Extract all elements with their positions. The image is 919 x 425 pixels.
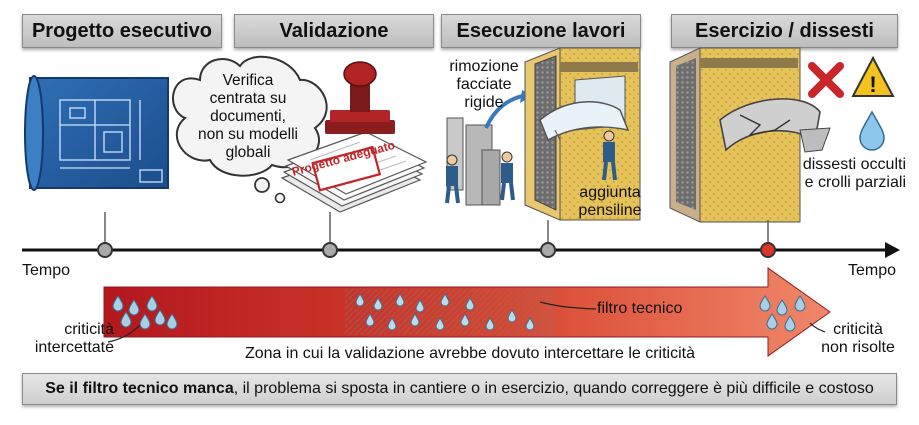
label-rimozione: rimozione facciate rigide	[449, 58, 519, 111]
footer-bold-text: Se il filtro tecnico manca	[45, 380, 234, 397]
canopy-icon	[539, 101, 630, 181]
filter-mesh	[345, 289, 555, 335]
footer-rest-text: , il problema si sposta in cantiere o in…	[233, 380, 874, 397]
timeline-marker-progetto	[97, 242, 113, 258]
warning-triangle-icon: !	[851, 55, 895, 97]
footer-bar: Se il filtro tecnico manca, il problema …	[22, 373, 897, 405]
red-x-icon	[808, 62, 844, 98]
timeline-axis	[22, 212, 900, 258]
bubble-text: Verifica centrata su documenti, non su m…	[198, 72, 298, 161]
timeline-end-label: Tempo	[848, 262, 897, 279]
cracked-slab-icon	[719, 98, 831, 153]
documents-stack-icon	[280, 131, 428, 213]
label-dissesti: dissesti occulti e crolli parziali	[802, 156, 906, 191]
drops-filter	[355, 293, 535, 331]
water-drop-icon	[859, 110, 885, 151]
zone-label: Zona in cui la validazione avrebbe dovut…	[244, 345, 696, 362]
leader-lines	[107, 301, 826, 343]
workers-icon	[445, 90, 532, 206]
phase-header-validazione: Validazione	[234, 14, 434, 48]
filter-label: filtro tecnico	[597, 300, 683, 317]
timeline-start-label: Tempo	[22, 262, 71, 279]
blueprint-icon	[24, 75, 169, 191]
label-criticita-intercettate: criticità intercettate	[34, 321, 114, 356]
phase-header-esecuzione: Esecuzione lavori	[441, 14, 641, 48]
phase-header-progetto: Progetto esecutivo	[22, 14, 222, 48]
timeline-marker-esecuzione	[540, 242, 556, 258]
label-criticita-non-risolte: criticità non risolte	[821, 321, 895, 356]
rubber-stamp-icon	[325, 61, 395, 134]
timeline-marker-esercizio	[760, 242, 776, 258]
label-aggiunta: aggiunta pensiline	[578, 184, 642, 219]
drops-right	[759, 295, 806, 332]
svg-text:!: !	[869, 72, 876, 97]
drops-left	[112, 295, 178, 330]
building-facade-icon	[524, 47, 641, 221]
timeline-marker-validazione	[322, 242, 338, 258]
